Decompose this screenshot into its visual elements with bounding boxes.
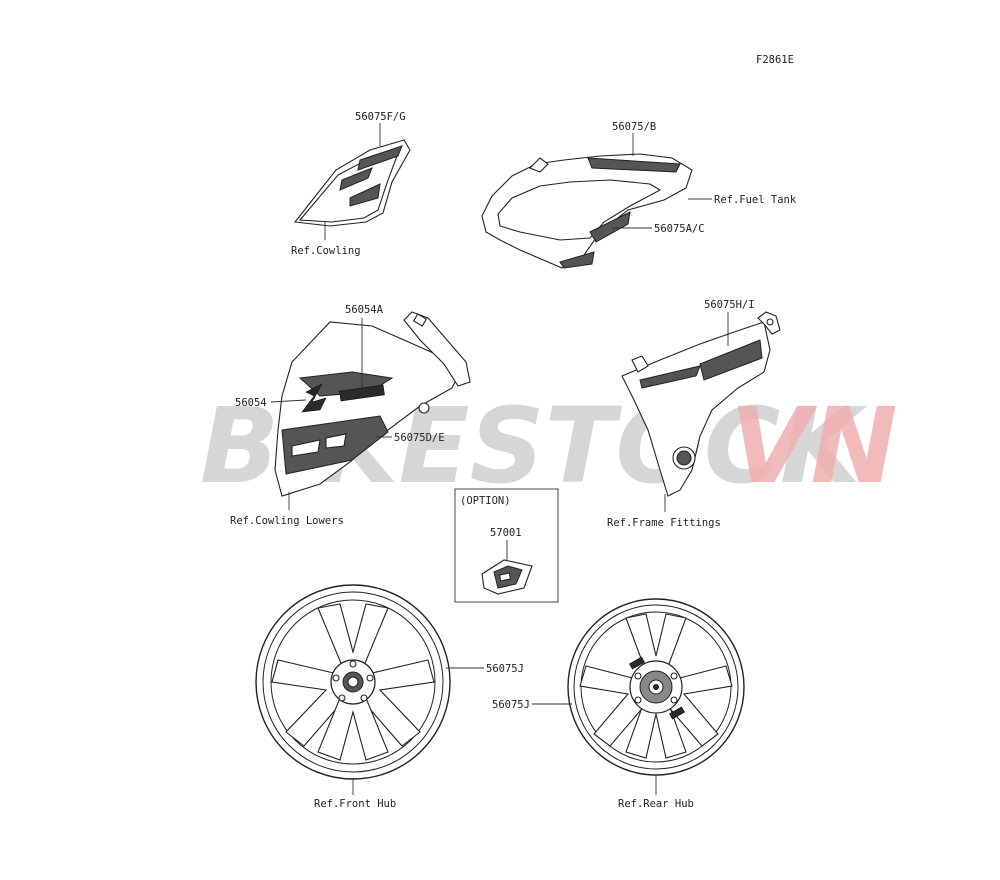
callout-56075fg[interactable]: 56075F/G [355,111,406,123]
front-wheel-part[interactable] [255,584,451,780]
callout-56075ac[interactable]: 56075A/C [654,223,705,235]
leader-56054 [270,399,307,403]
cowling-decal-part[interactable] [293,139,411,227]
callout-56075j-rear[interactable]: 56075J [492,699,530,711]
cowling-lower-part[interactable] [274,311,471,497]
callout-56075j-front[interactable]: 56075J [486,663,524,675]
callout-ref-cowling[interactable]: Ref.Cowling [291,245,361,257]
callout-ref-front-hub[interactable]: Ref.Front Hub [314,798,396,810]
option-box: (OPTION) 57001 [454,488,559,603]
callout-ref-rear-hub[interactable]: Ref.Rear Hub [618,798,694,810]
callout-ref-frame-fittings[interactable]: Ref.Frame Fittings [607,517,721,529]
option-label: (OPTION) [460,495,511,507]
option-box-border [454,488,559,603]
callout-56075hi[interactable]: 56075H/I [704,299,755,311]
tool-part-57001[interactable] [481,559,533,595]
callout-56054a[interactable]: 56054A [345,304,384,316]
fuel-tank-cover-part[interactable] [481,153,693,269]
callout-57001[interactable]: 57001 [490,527,522,539]
callout-56075b[interactable]: 56075/B [612,121,656,133]
diagram-code: F2861E [756,54,794,66]
callout-ref-cowling-lowers[interactable]: Ref.Cowling Lowers [230,515,344,527]
rear-wheel-part[interactable] [567,598,745,776]
frame-fitting-cover-part[interactable] [621,311,781,497]
watermark-text-red: VN [730,385,898,507]
callout-56075de[interactable]: 56075D/E [394,432,445,444]
callout-ref-fuel-tank[interactable]: Ref.Fuel Tank [714,194,797,206]
callout-56054[interactable]: 56054 [235,397,267,409]
